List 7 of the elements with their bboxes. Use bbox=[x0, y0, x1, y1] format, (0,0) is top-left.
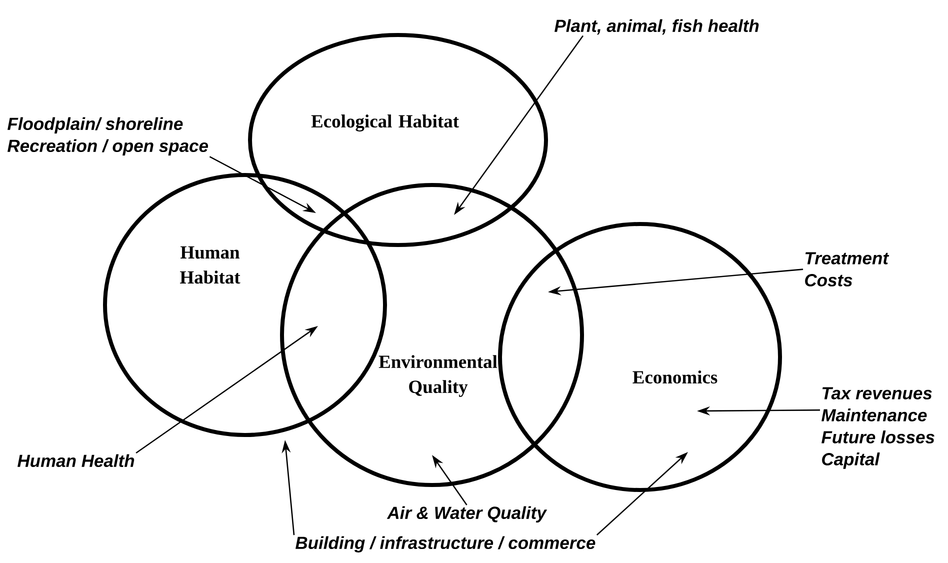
callout-text: Building / infrastructure / commerce bbox=[296, 536, 596, 553]
callout-text: Floodplain/ shoreline Recreation / open space bbox=[8, 117, 208, 156]
callout-text: Tax revenues Maintenance Future losses Capital bbox=[822, 387, 934, 469]
callout-text: Human Health bbox=[18, 454, 134, 468]
callout-text: Treatment Costs bbox=[805, 252, 890, 286]
callout-text: Air & Water Quality bbox=[386, 506, 548, 523]
callout-text: Plant, animal, fish health bbox=[554, 19, 759, 35]
